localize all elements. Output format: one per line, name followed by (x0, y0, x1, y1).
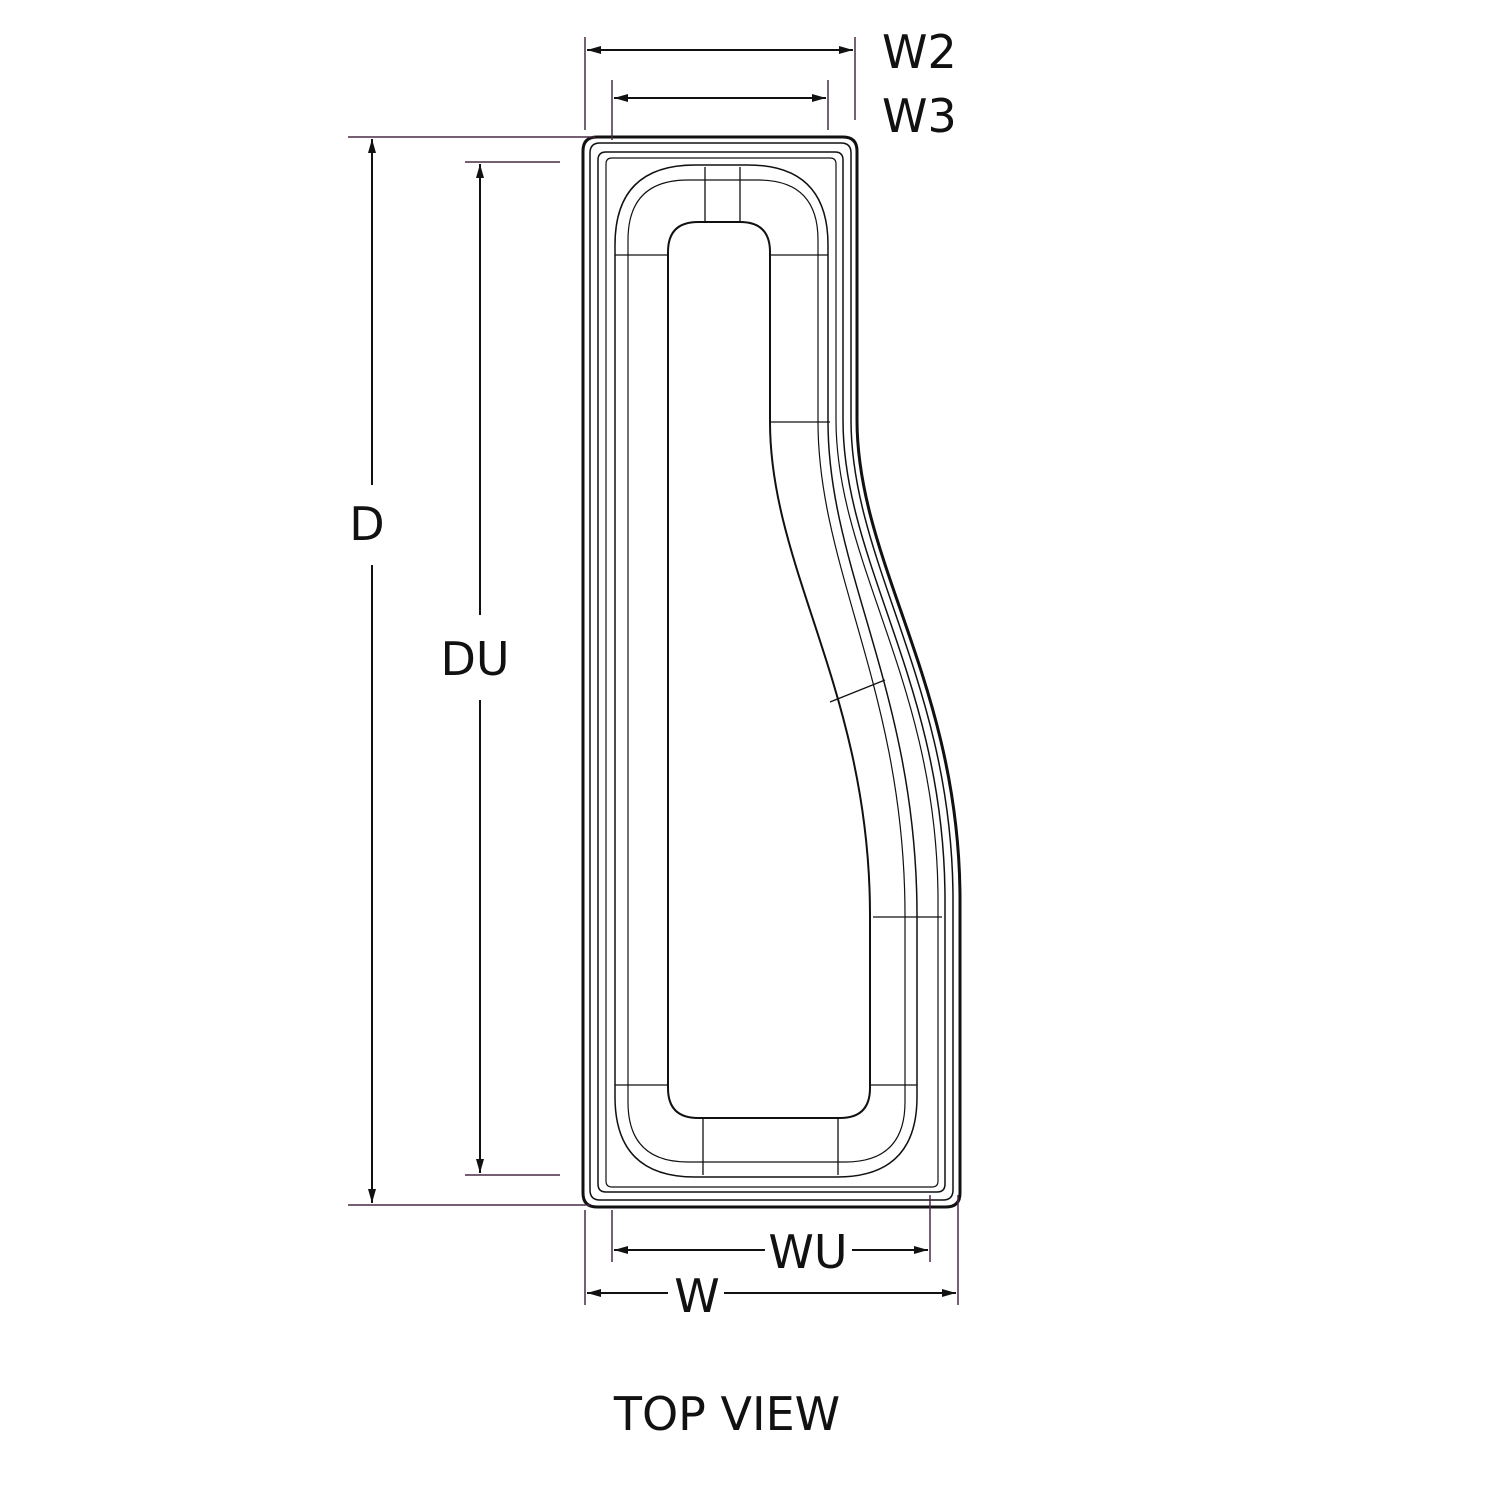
handle-bowl (627, 179, 906, 1163)
d-label: D (349, 497, 384, 551)
inner-rim (597, 151, 946, 1193)
segment-lines (615, 167, 942, 1175)
w3-label: W3 (882, 89, 957, 143)
extension-lines (348, 37, 959, 1305)
handle-opening (667, 221, 871, 1119)
rim-edge (589, 142, 954, 1201)
handle-outer (614, 164, 918, 1178)
w2-label: W2 (882, 25, 957, 79)
outer-rim (581, 135, 962, 1209)
du-label: DU (440, 632, 509, 686)
tray-wall (605, 157, 939, 1188)
part-outline (581, 135, 962, 1209)
view-caption: TOP VIEW (613, 1387, 840, 1441)
w-label: W (674, 1269, 719, 1323)
wu-label: WU (768, 1225, 847, 1279)
